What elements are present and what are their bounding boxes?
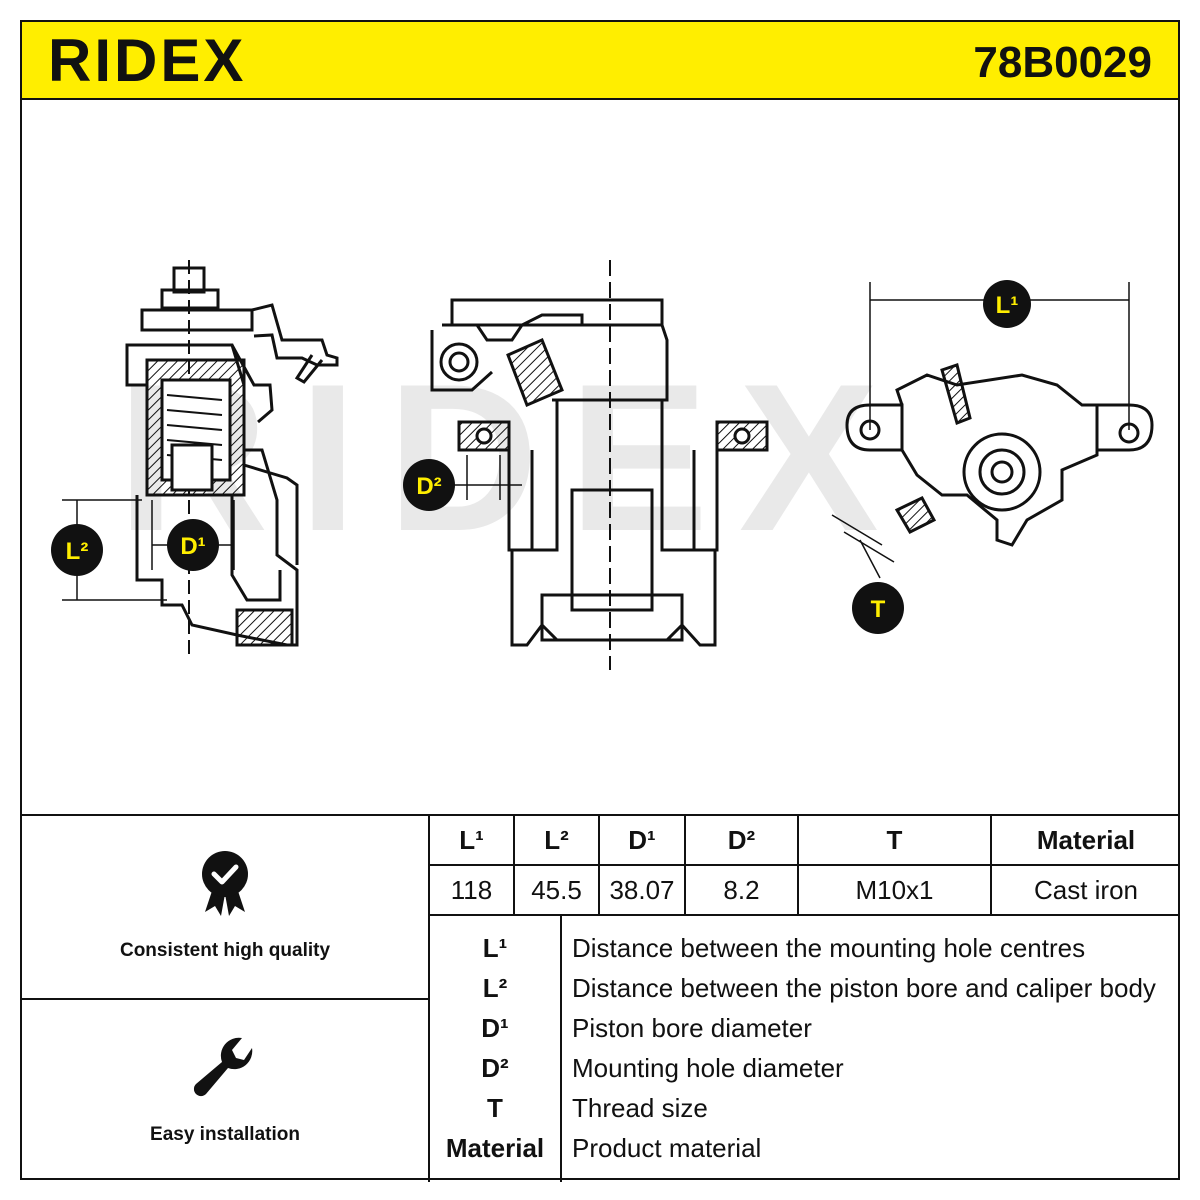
feature-installation: Easy installation: [20, 1000, 430, 1182]
callout-d1: D¹: [167, 519, 219, 571]
legend-key: Material: [445, 1133, 545, 1163]
feature-column: Consistent high quality Easy installatio…: [20, 816, 430, 1182]
callout-l1: L¹: [983, 280, 1031, 328]
spec-table: L¹ L² D¹ D² T Material 118 45.5 38.07 8.…: [430, 816, 1180, 916]
legend-desc: Thread size: [572, 1093, 708, 1123]
spec-header-d2: D²: [684, 816, 799, 866]
spec-value-d2: 8.2: [684, 864, 799, 916]
callout-d1-text: D¹: [180, 533, 205, 560]
caliper-side-view: [62, 260, 339, 660]
page-frame: [20, 20, 1180, 1180]
spec-value-d1: 38.07: [598, 864, 686, 916]
legend-key: D²: [481, 1053, 509, 1083]
spec-value-row: 118 45.5 38.07 8.2 M10x1 Cast iron: [430, 864, 1180, 916]
caliper-front-view: [430, 260, 769, 670]
spec-value-l1: 118: [430, 864, 515, 916]
part-number: 78B0029: [973, 38, 1152, 87]
callout-t: T: [852, 582, 904, 634]
legend-row-material: Material Product material: [430, 1128, 1180, 1168]
wrench-icon: [193, 1037, 253, 1097]
legend-desc: Distance between the mounting hole centr…: [572, 933, 1086, 963]
spec-header-l1: L¹: [430, 816, 515, 866]
legend: L¹ Distance between the mounting hole ce…: [430, 916, 1180, 1182]
legend-desc: Piston bore diameter: [572, 1013, 812, 1043]
legend-key: L¹: [482, 933, 508, 963]
callout-l1-text: L¹: [996, 292, 1019, 319]
caliper-rear-view: [831, 282, 1154, 579]
legend-key: D¹: [481, 1013, 509, 1043]
feature-quality: Consistent high quality: [20, 816, 430, 998]
callout-d2-text: D²: [416, 473, 441, 500]
legend-key: L²: [482, 973, 508, 1003]
quality-badge-icon: [202, 851, 248, 916]
spec-value-l2: 45.5: [513, 864, 600, 916]
legend-row-d2: D² Mounting hole diameter: [430, 1048, 1180, 1088]
brand-logo: RIDEX: [48, 27, 247, 94]
feature-quality-label: Consistent high quality: [119, 940, 331, 961]
feature-divider: [20, 998, 430, 1000]
legend-row-d1: D¹ Piston bore diameter: [430, 1008, 1180, 1048]
callout-l2: L²: [51, 524, 103, 576]
callout-t-text: T: [871, 596, 886, 623]
callout-l2-text: L²: [66, 538, 89, 565]
feature-installation-label: Easy installation: [150, 1124, 300, 1145]
header-bar: RIDEX 78B0029: [20, 20, 1180, 100]
legend-divider: [560, 916, 562, 1182]
legend-key: T: [487, 1093, 503, 1123]
legend-desc: Product material: [572, 1133, 762, 1163]
spec-header-d1: D¹: [598, 816, 686, 866]
callout-d2: D²: [403, 459, 455, 511]
legend-desc: Mounting hole diameter: [572, 1053, 844, 1083]
spec-header-t: T: [797, 816, 992, 866]
legend-row-l1: L¹ Distance between the mounting hole ce…: [430, 928, 1180, 968]
spec-value-material: Cast iron: [990, 864, 1180, 916]
legend-row-l2: L² Distance between the piston bore and …: [430, 968, 1180, 1008]
spec-value-t: M10x1: [797, 864, 992, 916]
caliper-drawing-svg: RIDEX: [51, 260, 1154, 670]
legend-desc: Distance between the piston bore and cal…: [572, 973, 1156, 1003]
spec-header-row: L¹ L² D¹ D² T Material: [430, 816, 1180, 866]
legend-row-t: T Thread size: [430, 1088, 1180, 1128]
spec-header-material: Material: [990, 816, 1180, 866]
technical-drawing: RIDEX: [22, 100, 1178, 814]
spec-header-l2: L²: [513, 816, 600, 866]
bottom-section: Consistent high quality Easy installatio…: [20, 814, 1180, 1182]
